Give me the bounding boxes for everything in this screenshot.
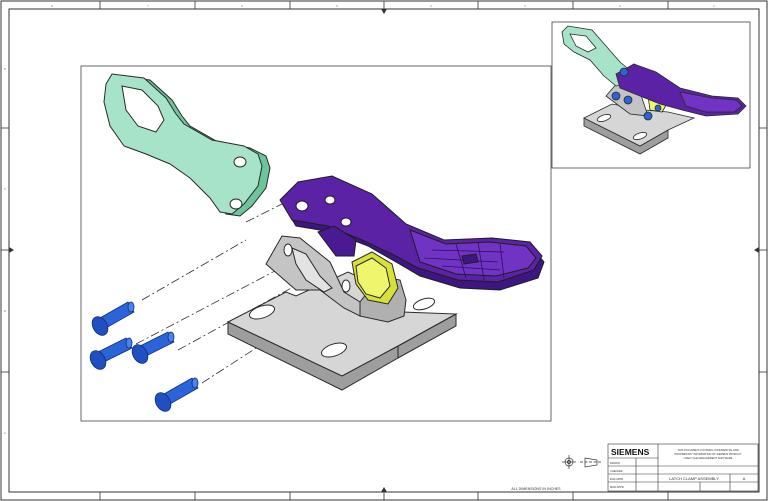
col-label: 5 [336,4,338,8]
dimensions-note: ALL DIMENSIONS IN INCHES [511,487,561,491]
pivot-roller [351,251,399,305]
sheet-size: A [743,476,746,481]
strap-part [103,73,271,217]
row-label: A [4,431,6,435]
row-label: D [4,67,7,71]
confidential-line-1: THIS DOCUMENT CONTAINS CONFIDENTIAL AND [677,448,738,452]
border-row-labels: D C B A [4,67,7,435]
row-label-drawn: DRAWN [610,461,620,465]
zone-center-arrows [9,9,759,492]
confidential-line-3: LIFECYCLE MANAGEMENT SOFTWARE [684,456,733,460]
col-label: 2 [619,4,621,8]
col-label: 6 [241,4,243,8]
row-label: B [4,309,6,313]
title-block [607,443,759,492]
first-angle-icon [580,457,602,468]
handle-part [279,175,545,291]
drawing-title: LATCH CLAMP ASSEMBLY [669,476,719,481]
col-label: 8 [51,4,53,8]
base-bracket [226,235,458,391]
brand-logo: SIEMENS [611,447,650,457]
confidential-line-2: PROPRIETARY INFORMATION OF SIEMENS PRODU… [674,452,742,456]
col-label: 1 [713,4,715,8]
row-label-eng: ENG APPR [610,477,623,481]
row-label: C [4,187,7,191]
col-label: 4 [430,4,432,8]
col-label: 3 [524,4,526,8]
col-label: 7 [147,4,149,8]
border-col-labels: 8 7 6 5 4 3 2 1 [51,4,715,8]
rivet-4 [154,377,199,412]
rivet-2 [89,337,133,370]
rivet-3 [131,331,175,364]
projection-symbol-icon [562,455,576,469]
inset-assembly [561,25,747,155]
row-label-checked: CHECKED [610,469,623,473]
row-label-mgr: MGR APPR [610,485,624,489]
rivets [89,301,199,412]
rivet-1 [91,301,135,336]
